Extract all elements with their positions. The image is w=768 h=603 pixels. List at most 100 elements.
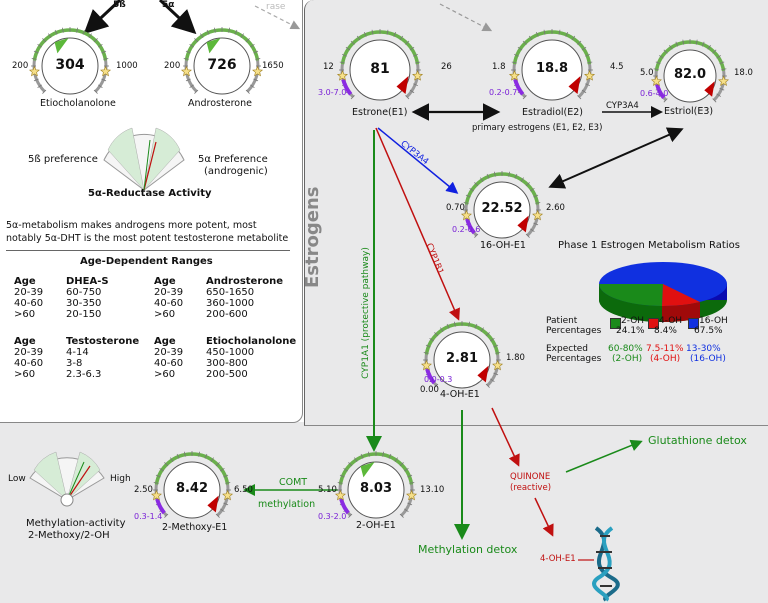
gauge-androsterone — [180, 27, 264, 95]
ranges-header: Age — [14, 336, 36, 347]
gauge-estriol — [650, 39, 730, 103]
ranges-cell: 450-1000 — [206, 347, 255, 358]
legend-swatch — [648, 318, 659, 329]
gauge-estradiol — [508, 29, 596, 101]
ranges-header: Age — [154, 336, 176, 347]
legend-expected: 60-80% — [608, 344, 643, 354]
ranges-cell: 2.3-6.3 — [66, 369, 102, 380]
gauge-low-estradiol: 1.8 — [492, 62, 506, 72]
gauge-value-etiocholanolone: 304 — [55, 57, 85, 73]
ranges-cell: 20-39 — [14, 287, 44, 298]
legend-patient-pct: 8.4% — [654, 326, 677, 336]
arrow-label-5a: 5α — [162, 0, 175, 10]
ranges-cell: 3-8 — [66, 358, 83, 369]
gauge-ohe1_16 — [460, 171, 544, 239]
arrow-cyp3a4 — [377, 127, 459, 194]
gauge-low-ohe1_2: 5.10 — [318, 485, 337, 495]
gauge-high-ohe1_16: 2.60 — [546, 203, 565, 213]
gauge-range-estradiol: 0.2-0.7 — [489, 88, 518, 97]
gauge-name-ohe1_16: 16-OH-E1 — [480, 240, 526, 251]
ranges-cell: 30-350 — [66, 298, 102, 309]
ranges-cell: 300-800 — [206, 358, 248, 369]
methylation-low: Low — [8, 474, 26, 484]
gauge-high-estradiol: 4.5 — [610, 62, 624, 72]
ranges-header: DHEA-S — [66, 276, 109, 287]
ranges-cell: 20-39 — [154, 287, 184, 298]
reductase-title: 5α-Reductase Activity — [88, 188, 212, 199]
quinone-sub-label: (reactive) — [510, 483, 552, 493]
gauge-value-androsterone: 726 — [207, 57, 237, 73]
gauge-name-etiocholanolone: Etiocholanolone — [40, 98, 116, 109]
gauge-name-estrone: Estrone(E1) — [352, 107, 408, 118]
ranges-cell: 20-39 — [14, 347, 44, 358]
gauge-name-estriol: Estriol(E3) — [664, 106, 714, 117]
legend-patient-pct: 67.5% — [694, 326, 723, 336]
ranges-cell: 650-1650 — [206, 287, 255, 298]
gauge-value-estradiol: 18.8 — [535, 61, 569, 76]
gauge-value-estriol: 82.0 — [673, 67, 707, 82]
arrow-5a — [158, 0, 197, 35]
ratios-title: Phase 1 Estrogen Metabolism Ratios — [558, 240, 740, 251]
ranges-cell: 200-600 — [206, 309, 248, 320]
ranges-cell: 40-60 — [14, 298, 44, 309]
ranges-cell: 20-39 — [154, 347, 184, 358]
gauge-value-ohe1_2: 8.03 — [359, 481, 393, 496]
ranges-cell: 4-14 — [66, 347, 89, 358]
gauge-range-estrone: 3.0-7.0 — [318, 88, 347, 97]
methylation-title-1: Methylation-activity — [26, 518, 126, 529]
gauge-estrone — [336, 29, 424, 101]
gauge-low-etiocholanolone: 200 — [12, 61, 29, 71]
comt-label: COMT — [279, 477, 308, 488]
gauge-value-ohe1_4: 2.81 — [445, 351, 479, 366]
gauge-low-androsterone: 200 — [164, 61, 181, 71]
ranges-cell: 40-60 — [154, 358, 184, 369]
gauge-low-estriol: 5.0 — [640, 68, 654, 78]
reductase-left-label: 5ß preference — [28, 154, 98, 165]
arrow-glutathione — [565, 439, 643, 473]
reductase-desc-2: notably 5α-DHT is the most potent testos… — [6, 233, 289, 244]
expected-label-1: Expected — [546, 344, 588, 354]
ranges-cell: 360-1000 — [206, 298, 255, 309]
arrow-cyp1b1 — [375, 127, 460, 321]
reductase-right-label: 5α Preference — [198, 154, 268, 165]
ranges-cell: >60 — [154, 309, 176, 320]
patient-label-2: Percentages — [546, 326, 602, 336]
gauge-high-ohe1_4: 1.80 — [506, 353, 525, 363]
gauge-name-ohe1_4: 4-OH-E1 — [440, 389, 480, 400]
gauge-high-methoxy: 6.50 — [234, 485, 253, 495]
dna-icon — [592, 526, 620, 602]
faded-arrow-1 — [254, 5, 301, 30]
legend-patient-pct: 24.1% — [616, 326, 645, 336]
cyp3a4-top-label: CYP3A4 — [606, 101, 639, 111]
patient-label-1: Patient — [546, 316, 578, 326]
expected-label-2: Percentages — [546, 354, 602, 364]
methylation-detox-label: Methylation detox — [418, 543, 518, 556]
arrow-5b — [83, 0, 122, 35]
legend-label: 4-OH — [659, 316, 683, 326]
faded-label: rase — [266, 2, 286, 12]
methylation-title-2: 2-Methoxy/2-OH — [28, 530, 110, 541]
reductase-dial — [103, 127, 185, 191]
estrogens-section-title: Estrogens — [302, 186, 323, 288]
faded-arrow-2 — [439, 3, 493, 32]
gauge-value-estrone: 81 — [370, 61, 390, 77]
ranges-cell: 60-750 — [66, 287, 102, 298]
legend-expected-sub: (4-OH) — [650, 354, 681, 364]
ranges-cell: 40-60 — [14, 358, 44, 369]
gauge-low-ohe1_16: 0.70 — [446, 203, 465, 213]
gauge-name-ohe1_2: 2-OH-E1 — [356, 520, 396, 531]
arrow-quinone — [491, 407, 520, 467]
cyp1a1-label: CYP1A1 (protective pathway) — [360, 247, 371, 379]
glutathione-detox-label: Glutathione detox — [648, 434, 747, 447]
gauge-etiocholanolone — [28, 27, 112, 95]
reductase-right-sub: (androgenic) — [204, 166, 268, 177]
gauge-high-androsterone: 1650 — [262, 61, 284, 71]
arrow-dna — [534, 497, 554, 537]
divider — [6, 250, 290, 251]
gauge-methoxy — [150, 451, 234, 519]
gauge-value-ohe1_16: 22.52 — [481, 201, 523, 216]
gauge-ohe1_2 — [334, 451, 418, 519]
primary-estrogens-label: primary estrogens (E1, E2, E3) — [472, 123, 603, 133]
methylation-dial — [29, 451, 105, 507]
